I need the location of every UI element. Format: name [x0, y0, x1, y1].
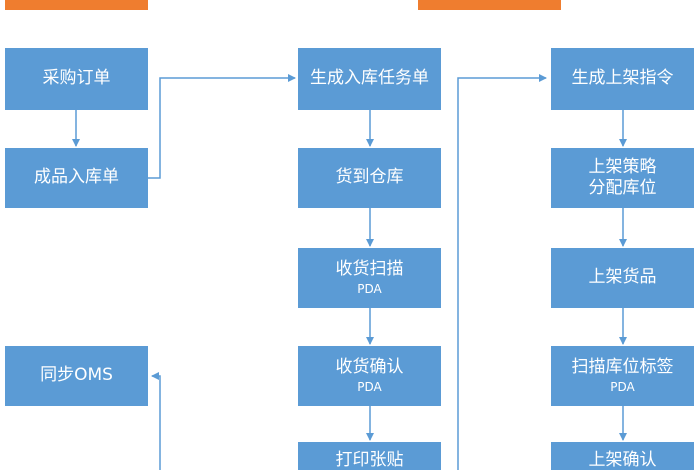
node-label: 上架货品 — [588, 267, 657, 288]
node-receive-scan: 收货扫描 PDA — [298, 248, 441, 308]
node-scan-location-label: 扫描库位标签 PDA — [551, 346, 694, 406]
node-label: 同步OMS — [40, 365, 113, 386]
header-bar-right — [418, 0, 561, 10]
node-label: 打印张贴 — [335, 450, 404, 470]
node-finished-goods-inbound: 成品入库单 — [5, 148, 148, 208]
node-label-line2: 分配库位 — [588, 178, 657, 198]
node-label: 生成上架指令 — [571, 68, 674, 89]
node-label-line1: 上架策略 — [588, 156, 657, 177]
node-label: 上架确认 — [588, 450, 657, 470]
node-label: 扫描库位标签 — [571, 356, 674, 377]
node-putaway-goods: 上架货品 — [551, 248, 694, 308]
node-sublabel: PDA — [610, 380, 635, 395]
node-label: 成品入库单 — [34, 167, 119, 188]
node-sublabel: PDA — [357, 380, 382, 395]
node-print-label: 打印张贴 — [298, 442, 441, 470]
node-putaway-strategy: 上架策略 分配库位 — [551, 148, 694, 208]
node-label: 采购订单 — [42, 68, 111, 89]
node-label: 货到仓库 — [335, 167, 404, 188]
arrow-inbound-to-task — [148, 74, 296, 179]
arrow-left-to-putaway-cmd — [457, 74, 547, 470]
header-bar-left — [5, 0, 148, 10]
node-label: 收货确认 — [335, 356, 404, 377]
arrow-back-to-sync-oms — [151, 372, 161, 470]
node-putaway-confirm: 上架确认 — [551, 442, 694, 470]
node-label: 生成入库任务单 — [310, 68, 429, 89]
node-receive-confirm: 收货确认 PDA — [298, 346, 441, 406]
node-create-inbound-task: 生成入库任务单 — [298, 48, 441, 110]
node-sync-oms: 同步OMS — [5, 346, 148, 406]
node-purchase-order: 采购订单 — [5, 48, 148, 110]
node-sublabel: PDA — [357, 282, 382, 297]
node-label: 收货扫描 — [335, 258, 404, 279]
node-goods-arrive: 货到仓库 — [298, 148, 441, 208]
node-create-putaway-cmd: 生成上架指令 — [551, 48, 694, 110]
